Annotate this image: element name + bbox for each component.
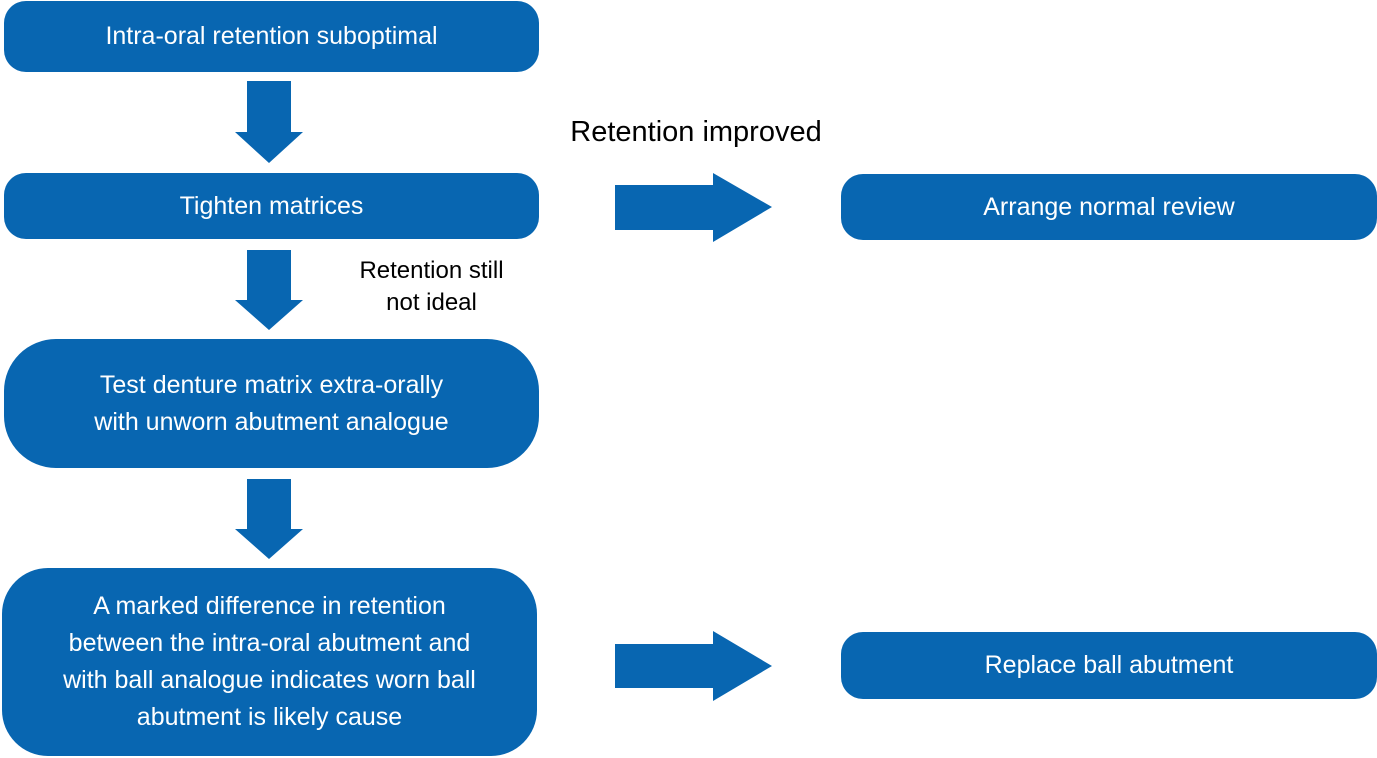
label-retention-improved-text: Retention improved xyxy=(570,116,822,148)
right-arrow-replace xyxy=(615,631,772,701)
node-replace-ball-abutment-text: Replace ball abutment xyxy=(984,651,1234,679)
node-test-denture-matrix-text: Test denture matrix extra-orally with un… xyxy=(94,370,449,436)
label-retention-still-not-ideal: Retention still not ideal xyxy=(350,255,513,319)
node-replace-ball-abutment: Replace ball abutment xyxy=(841,632,1377,699)
down-arrow-3 xyxy=(235,479,303,559)
node-marked-difference: A marked difference in retention between… xyxy=(2,568,537,756)
node-retention-suboptimal-text: Intra-oral retention suboptimal xyxy=(105,22,438,50)
node-test-denture-matrix: Test denture matrix extra-orally with un… xyxy=(4,339,539,468)
node-tighten-matrices: Tighten matrices xyxy=(4,173,539,239)
down-arrow-2 xyxy=(235,250,303,330)
node-retention-suboptimal: Intra-oral retention suboptimal xyxy=(4,1,539,72)
node-tighten-matrices-text: Tighten matrices xyxy=(179,191,364,220)
label-retention-improved: Retention improved xyxy=(540,112,852,152)
node-marked-difference-text: A marked difference in retention between… xyxy=(63,592,476,731)
down-arrow-1 xyxy=(235,81,303,163)
right-arrow-improved xyxy=(615,173,772,242)
node-arrange-normal-review-text: Arrange normal review xyxy=(983,192,1235,221)
label-retention-still-not-ideal-text: Retention still not ideal xyxy=(359,257,504,316)
node-arrange-normal-review: Arrange normal review xyxy=(841,174,1377,240)
